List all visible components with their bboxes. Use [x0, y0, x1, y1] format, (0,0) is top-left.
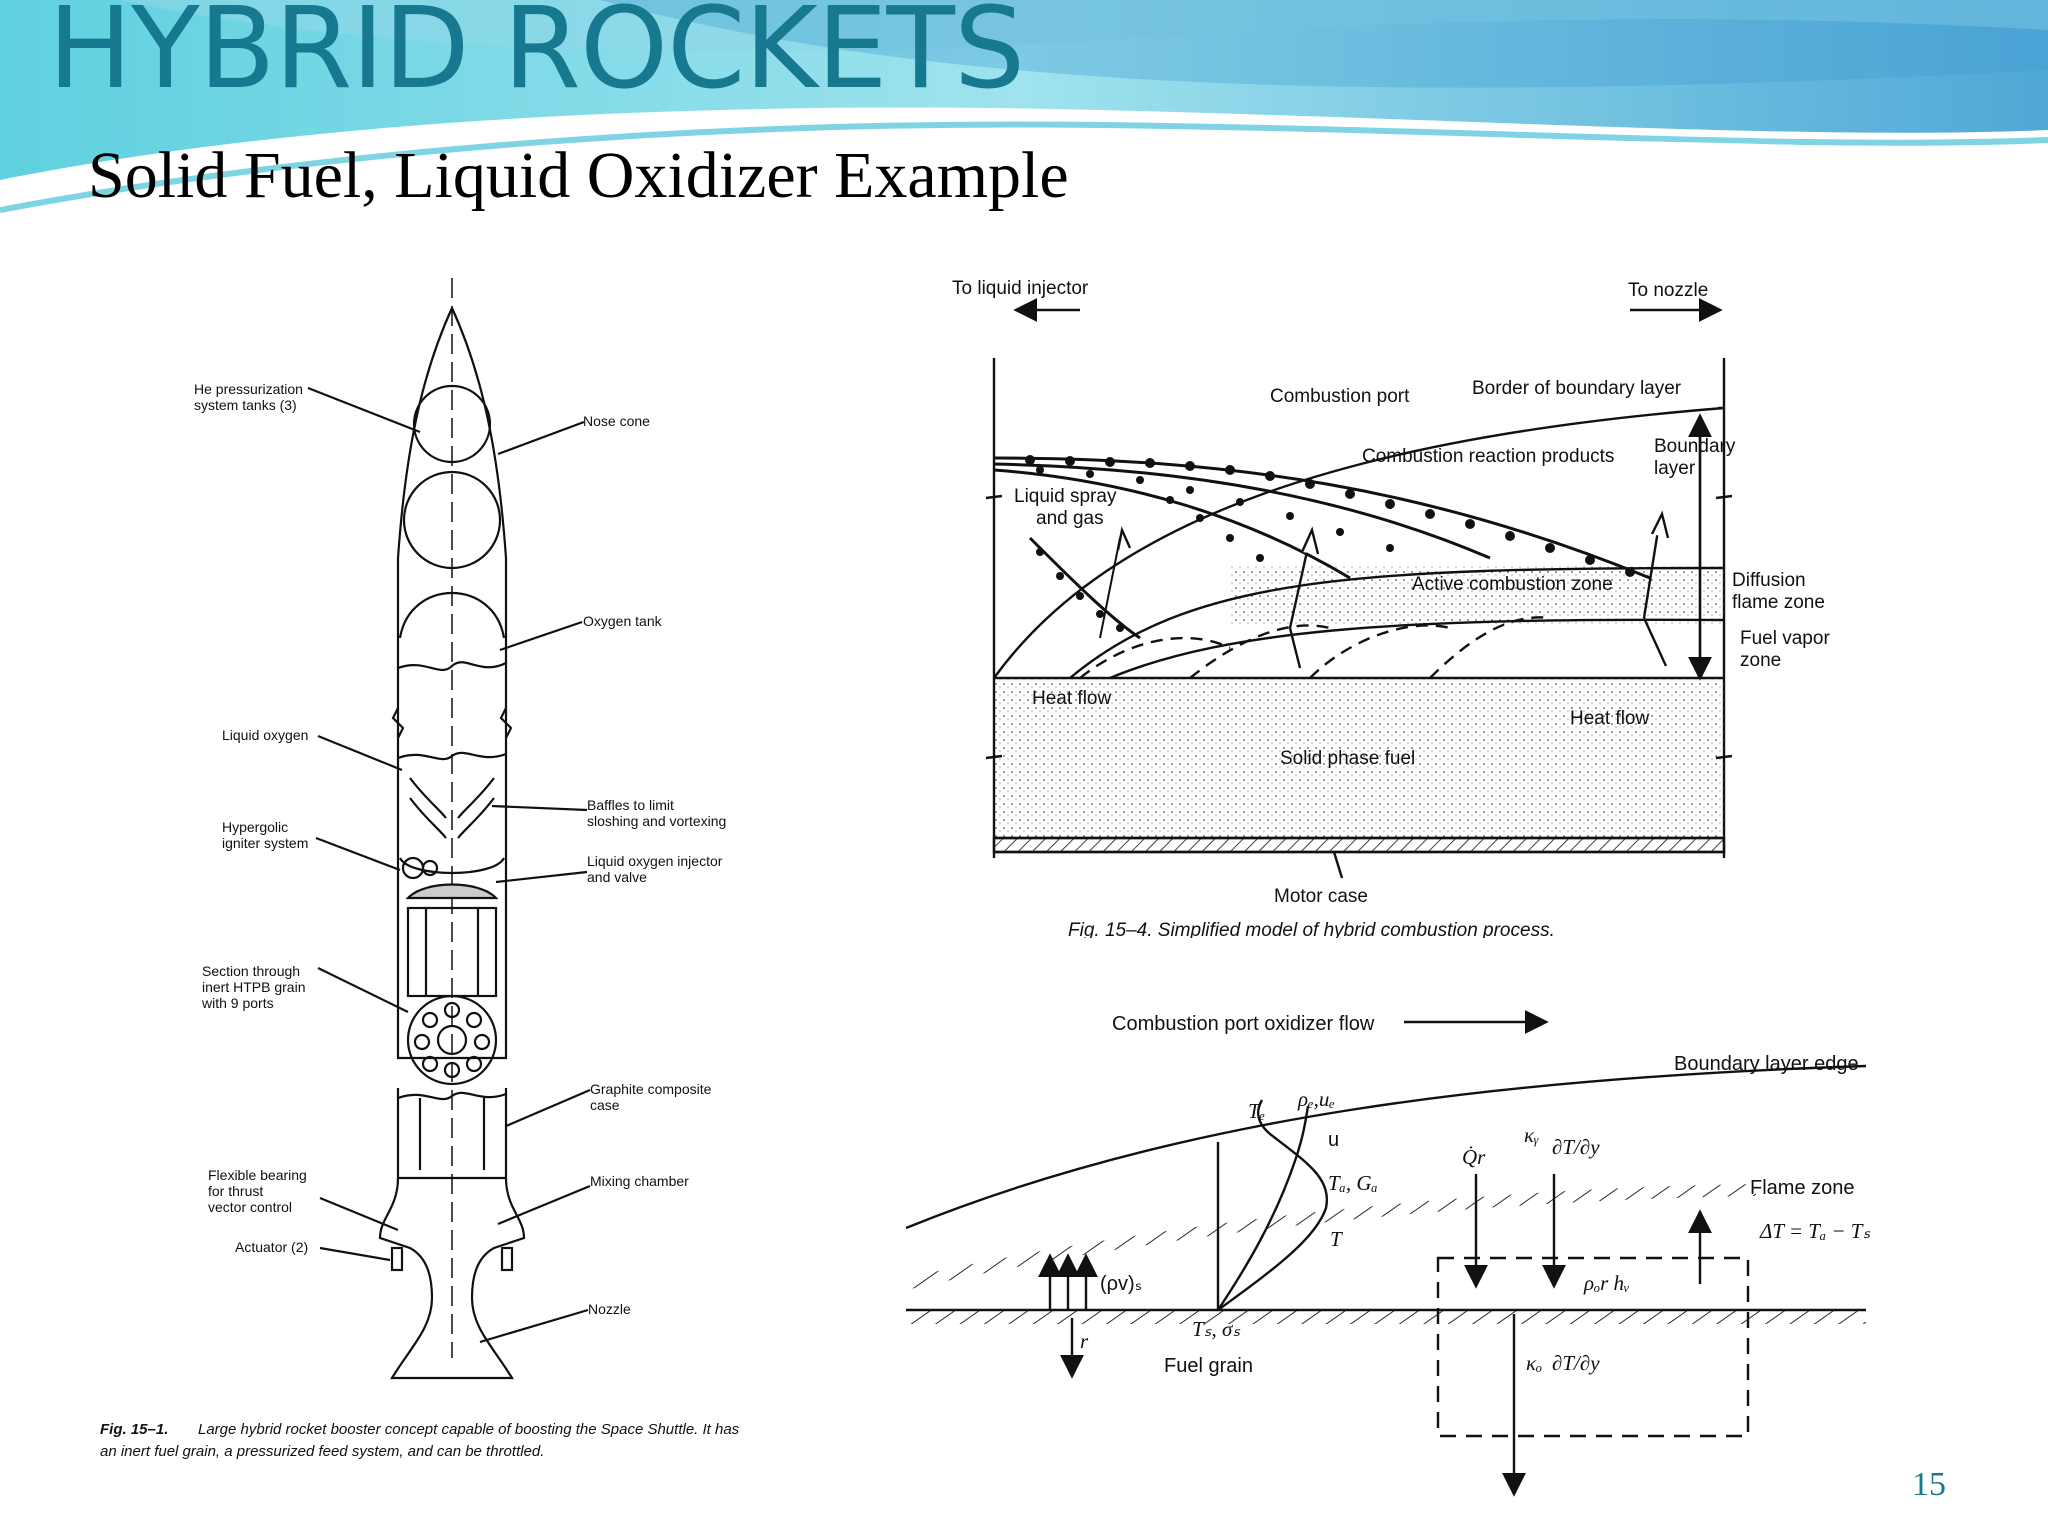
label-boundary-layer-1: Boundary: [1654, 436, 1736, 457]
label-liquid-spray-1: Liquid spray: [1014, 486, 1117, 507]
label-te: Tₑ: [1248, 1099, 1265, 1123]
label-fuel-grain: Fuel grain: [1164, 1355, 1253, 1377]
label-tf-gf: Tₐ, Gₐ: [1328, 1171, 1378, 1195]
label-ts-sigma: Tₛ, σₛ: [1192, 1317, 1240, 1341]
label-diffusion-1: Diffusion: [1732, 570, 1806, 591]
rocket-caption-bold: Fig. 15–1.: [100, 1421, 168, 1438]
label-delta-t: ΔT = Tₐ − Tₛ: [1759, 1219, 1870, 1243]
rocket-diagram: He pressurization system tanks (3) Nose …: [100, 278, 740, 1460]
label-fuel-vapor-2: zone: [1740, 650, 1781, 671]
label-section-1: Section through: [202, 963, 300, 979]
label-diffusion-2: flame zone: [1732, 592, 1825, 613]
label-heat-flow-right: Heat flow: [1570, 708, 1649, 729]
label-graphite-1: Graphite composite: [590, 1081, 712, 1097]
label-r: r: [1080, 1329, 1089, 1353]
rocket-caption-line1: Large hybrid rocket booster concept capa…: [198, 1421, 740, 1438]
rocket-figure-panel: He pressurization system tanks (3) Nose …: [80, 258, 848, 1482]
label-kf: κₒ: [1526, 1351, 1542, 1375]
label-section-3: with 9 ports: [201, 995, 274, 1011]
label-flex-2: for thrust: [208, 1183, 263, 1199]
label-dtdy-top: ∂T/∂y: [1552, 1135, 1600, 1159]
label-oxygen-tank: Oxygen tank: [583, 613, 663, 629]
label-border-boundary: Border of boundary layer: [1472, 378, 1682, 399]
label-heat-flow-left: Heat flow: [1032, 688, 1111, 709]
label-u: u: [1328, 1129, 1339, 1151]
label-boundary-layer-2: layer: [1654, 458, 1696, 479]
label-combustion-port: Combustion port: [1270, 386, 1410, 407]
label-nose-cone: Nose cone: [583, 413, 650, 429]
combustion-caption-partial: Fig. 15–4. Simplified model of hybrid co…: [1068, 920, 1555, 938]
label-he-tanks-2: system tanks (3): [194, 397, 297, 413]
slide-subtitle: Solid Fuel, Liquid Oxidizer Example: [88, 139, 1069, 212]
label-hypergolic-2: igniter system: [222, 835, 308, 851]
label-rfhv: ρₒr hᵥ: [1583, 1271, 1630, 1295]
label-actuator: Actuator (2): [235, 1239, 308, 1255]
label-liquid-spray-2: and gas: [1036, 508, 1104, 529]
label-nozzle: Nozzle: [588, 1301, 631, 1317]
label-qr: Q̇r: [1462, 1145, 1486, 1169]
label-liquid-oxygen: Liquid oxygen: [222, 727, 308, 743]
label-reaction-products: Combustion reaction products: [1362, 446, 1614, 467]
label-he-tanks-1: He pressurization: [194, 381, 303, 397]
label-motor-case: Motor case: [1274, 886, 1368, 907]
label-graphite-2: case: [590, 1097, 620, 1113]
label-kg: κᵧ: [1524, 1123, 1539, 1147]
page-number: 15: [1912, 1466, 1946, 1503]
label-fuel-vapor-1: Fuel vapor: [1740, 628, 1830, 649]
label-section-2: inert HTPB grain: [202, 979, 305, 995]
label-rho-v: (ρv)ₛ: [1100, 1273, 1142, 1295]
combustion-model-panel: To liquid injector To nozzle Combustion …: [930, 218, 1858, 938]
label-lox-injector-2: and valve: [587, 869, 647, 885]
label-boundary-edge: Boundary layer edge: [1674, 1053, 1859, 1075]
combustion-model-diagram: To liquid injector To nozzle Combustion …: [952, 278, 1830, 938]
label-flex-1: Flexible bearing: [208, 1167, 307, 1183]
label-to-nozzle: To nozzle: [1628, 280, 1708, 301]
label-oxidizer-flow: Combustion port oxidizer flow: [1112, 1013, 1375, 1035]
label-baffles-2: sloshing and vortexing: [587, 813, 726, 829]
label-t: T: [1330, 1227, 1343, 1251]
boundary-layer-diagram: Combustion port oxidizer flow Boundary l…: [905, 1010, 1870, 1497]
label-lox-injector-1: Liquid oxygen injector: [587, 853, 723, 869]
label-dtdy-bottom: ∂T/∂y: [1552, 1351, 1600, 1375]
slide-banner: [0, 0, 2048, 240]
label-mixing-chamber: Mixing chamber: [590, 1173, 689, 1189]
label-flame-zone: Flame zone: [1750, 1177, 1855, 1199]
label-active-zone: Active combustion zone: [1412, 574, 1613, 595]
label-solid-fuel: Solid phase fuel: [1280, 748, 1415, 769]
rocket-caption-line2: an inert fuel grain, a pressurized feed …: [100, 1443, 544, 1460]
label-rho-u: ρₑ,uₑ: [1297, 1087, 1335, 1111]
label-to-injector: To liquid injector: [952, 278, 1089, 299]
boundary-layer-panel: Combustion port oxidizer flow Boundary l…: [876, 938, 1908, 1518]
slide-title: HYBRID ROCKETS: [48, 0, 1025, 114]
label-baffles-1: Baffles to limit: [587, 797, 674, 813]
label-flex-3: vector control: [208, 1199, 292, 1215]
label-hypergolic-1: Hypergolic: [222, 819, 288, 835]
